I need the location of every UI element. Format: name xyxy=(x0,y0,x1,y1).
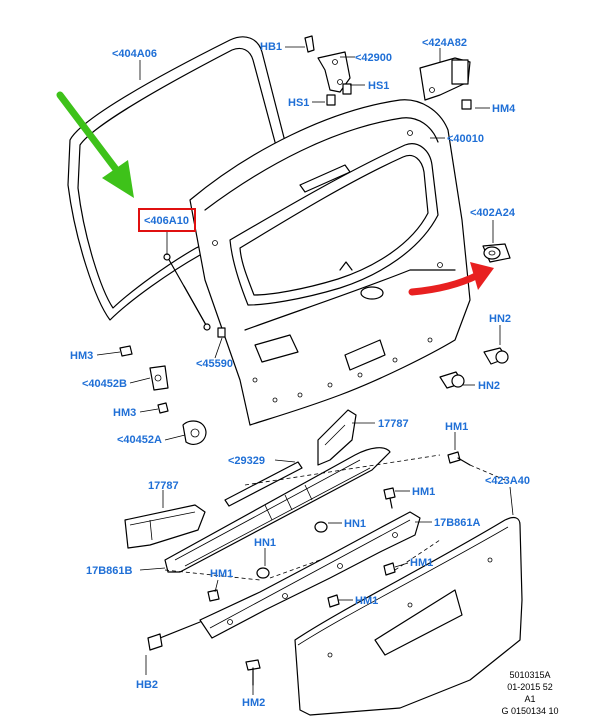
label-HN2-upper: HN2 xyxy=(489,313,511,325)
red-arrow xyxy=(408,262,494,296)
highlight-box xyxy=(138,208,196,232)
label-424A82: <424A82 xyxy=(422,37,467,49)
label-HM2: HM2 xyxy=(242,697,265,709)
reference-block: 5010315A 01-2015 52 A1 G 0150134 10 xyxy=(501,670,558,716)
label-402A24: <402A24 xyxy=(470,207,516,219)
label-HM1-left: HM1 xyxy=(210,568,233,580)
label-HB2: HB2 xyxy=(136,679,158,691)
label-17787-upper: 17787 xyxy=(378,418,409,430)
label-42900: <42900 xyxy=(355,52,392,64)
label-HM1-mid: HM1 xyxy=(355,595,378,607)
label-HM3-upper: HM3 xyxy=(70,350,93,362)
hinge xyxy=(419,57,472,110)
label-17787-lower: 17787 xyxy=(148,480,179,492)
label-HS1-upper: HS1 xyxy=(368,80,389,92)
reference-drawing-number: G 0150134 10 xyxy=(501,706,558,716)
fasteners-lower xyxy=(147,451,471,686)
label-HM3-lower: HM3 xyxy=(113,407,136,419)
hinge-bracket xyxy=(304,35,352,106)
fixings-left xyxy=(119,327,226,445)
label-40010: <40010 xyxy=(447,133,484,145)
label-HB1: HB1 xyxy=(260,41,282,53)
gas-strut xyxy=(163,253,211,331)
label-423A40: <423A40 xyxy=(485,475,530,487)
lower-trim-panel xyxy=(164,447,391,573)
green-arrow xyxy=(56,91,134,198)
label-HN1-right: HN1 xyxy=(344,518,366,530)
label-45590: <45590 xyxy=(196,358,233,370)
label-HM1-right1: HM1 xyxy=(412,486,435,498)
pillar-trim-right xyxy=(317,409,357,466)
lower-applique-panel xyxy=(294,516,523,716)
label-17B861B: 17B861B xyxy=(86,565,133,577)
latch-component xyxy=(482,243,511,263)
label-17B861A: 17B861A xyxy=(434,517,481,529)
pillar-trim-left xyxy=(124,504,206,549)
label-HM1-right2: HM1 xyxy=(410,557,433,569)
label-404A06: <404A06 xyxy=(112,48,157,60)
label-HM1-top: HM1 xyxy=(445,421,468,433)
label-29329: <29329 xyxy=(228,455,265,467)
label-40452A: <40452A xyxy=(117,434,162,446)
reinforcement-bracket xyxy=(199,511,421,639)
label-HM4: HM4 xyxy=(492,103,516,115)
reference-code: 5010315A xyxy=(509,670,550,680)
label-HN1-left: HN1 xyxy=(254,537,276,549)
bump-stops xyxy=(439,347,509,389)
label-40452B: <40452B xyxy=(82,378,127,390)
label-HS1-lower: HS1 xyxy=(288,97,309,109)
part-labels: <404A06 HB1 <42900 <424A82 HS1 HS1 HM4 <… xyxy=(70,37,530,709)
reference-date: 01-2015 52 xyxy=(507,682,553,692)
leader-lines xyxy=(96,46,514,695)
liftgate-shell xyxy=(189,99,471,426)
label-HN2-lower: HN2 xyxy=(478,380,500,392)
reference-revision: A1 xyxy=(524,694,535,704)
label-406A10: <406A10 xyxy=(144,215,189,227)
seal-strip xyxy=(224,461,303,507)
